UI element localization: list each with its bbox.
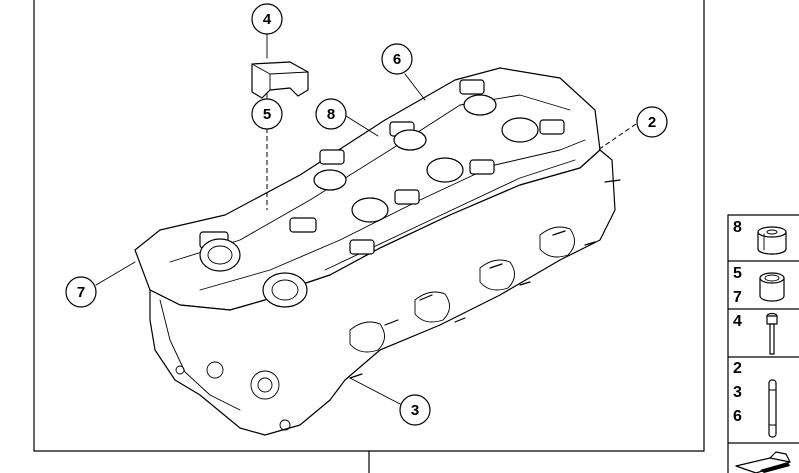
callout-6[interactable]: 6 (381, 43, 413, 75)
legend-row-bolt[interactable]: 4 (733, 312, 778, 355)
legend-row-bushing[interactable]: 5 7 (733, 265, 785, 306)
timing-end-face (159, 299, 291, 431)
callout-5[interactable]: 5 (251, 98, 283, 130)
cylinder-head-illustration (134, 67, 621, 436)
legend-label: 5 (733, 265, 742, 282)
callout-8[interactable]: 8 (315, 98, 347, 130)
legend-panel: 8 5 7 4 (727, 214, 799, 473)
legend-row-stud[interactable]: 2 3 6 (733, 360, 777, 438)
callout-label: 6 (393, 51, 401, 68)
callout-label: 2 (648, 114, 656, 131)
bushing-icon (759, 272, 785, 302)
callout-4[interactable]: 4 (251, 3, 283, 35)
legend-row-sleeve[interactable]: 8 (733, 219, 787, 255)
sleeve-icon (757, 226, 787, 255)
callout-label: 3 (411, 402, 419, 419)
leader-lines (95, 33, 637, 406)
callout-label: 5 (263, 106, 271, 123)
callout-label: 7 (77, 284, 85, 301)
exhaust-studs (349, 230, 596, 379)
legend-label: 6 (733, 408, 742, 425)
legend-label: 2 (733, 360, 742, 377)
legend-label: 4 (733, 313, 742, 330)
bolt-icon (766, 312, 778, 355)
callout-3[interactable]: 3 (399, 394, 431, 426)
sheet-icon (735, 451, 791, 473)
stud-icon (768, 379, 777, 438)
legend-label: 3 (733, 384, 742, 401)
callout-7[interactable]: 7 (65, 276, 97, 308)
legend-label: 7 (733, 289, 742, 306)
legend-label: 8 (733, 219, 742, 236)
callout-label: 4 (263, 11, 272, 28)
valve-bores (199, 94, 539, 308)
bearing-cap-part (251, 61, 309, 99)
callout-label: 8 (327, 106, 335, 123)
callout-2[interactable]: 2 (636, 106, 668, 138)
exhaust-ports (349, 226, 575, 353)
diagram-frame (33, 0, 705, 473)
